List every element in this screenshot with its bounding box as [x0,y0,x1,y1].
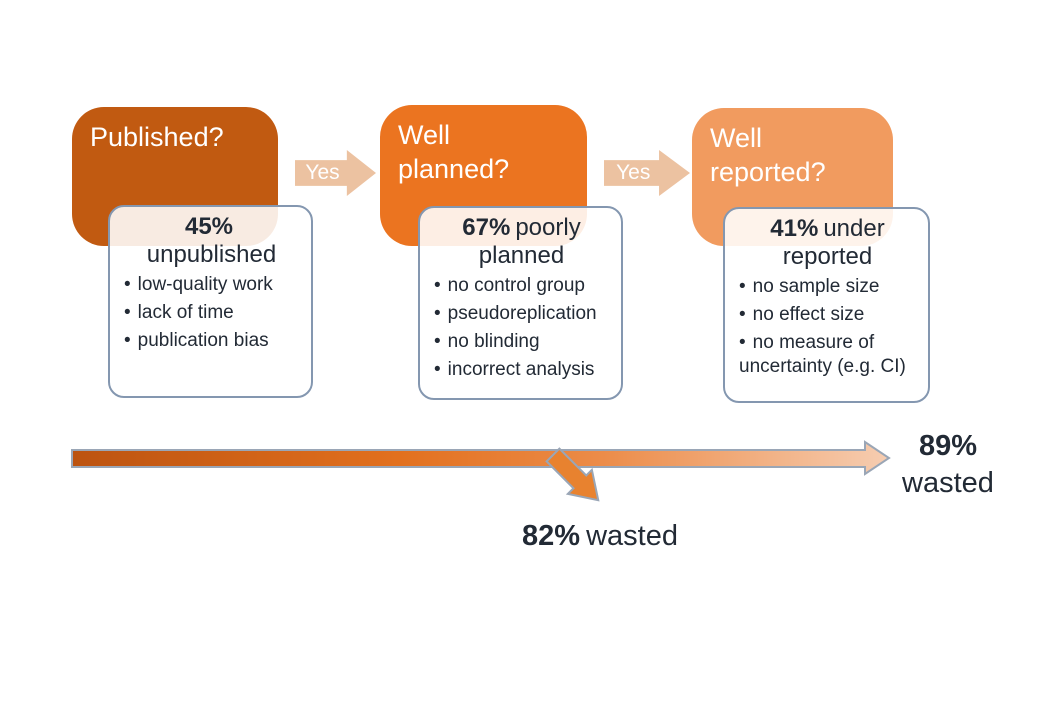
stage-title-line: Published? [90,122,224,152]
stage-title-line: Well [710,123,763,153]
bullet-item: •no measure of uncertainty (e.g. CI) [737,331,918,379]
branch-down-arrow [545,447,600,502]
bullet-dot: • [739,304,746,325]
bullet-item: • lack of time [122,301,301,325]
bullet-dot: • [434,359,441,380]
bullet-text: incorrect analysis [447,359,595,380]
headline-line1: 41%under [737,215,918,243]
bullet-dot: • [434,303,441,324]
bullet-list: •no sample size •no effect size •no meas… [737,275,918,379]
bullet-list: • no control group • pseudoreplication • no… [432,274,611,382]
yes-label: Yes [616,161,651,184]
bullet-dot: • [124,302,131,323]
callout-poorly-planned: 67%poorly planned • no control group • pse… [418,206,623,400]
stat-value: 41% [770,215,819,242]
bullet-text: lack of time [137,302,234,323]
stage-title-line: planned? [398,154,510,184]
bullet-list: • low-quality work • lack of time • publica… [122,273,301,353]
headline-line1: 45% [122,213,301,241]
callout-under-reported: 41%under reported • no sample size • no ef… [723,207,930,403]
branch-waste-label: 82%wasted [455,520,745,553]
bullet-dot: • [124,330,131,351]
bullet-text: no measure of uncertainty (e.g. CI) [739,332,906,377]
bullet-item: • low-quality work [122,273,301,297]
bullet-dot: • [124,274,131,295]
branch-stat: 82% [522,520,581,552]
callout-headline: 67%poorly planned [432,214,611,270]
bullet-text: publication bias [137,330,269,351]
stage-title-line: Well [398,120,451,150]
end-word: wasted [902,467,994,499]
end-waste-label: 89% wasted [888,428,1008,502]
bullet-text: pseudoreplication [447,303,597,324]
headline-line2: reported [782,243,873,270]
stat-rest: poorly [515,214,581,241]
bullet-text: no blinding [447,331,540,352]
bullet-dot: • [434,331,441,352]
bullet-dot: • [739,276,746,297]
bullet-dot: • [434,275,441,296]
waste-flow-arrow [71,440,891,502]
bullet-item: • no sample size [737,275,918,299]
bullet-item: • incorrect analysis [432,358,611,382]
bullet-text: no effect size [752,304,865,325]
yes-arrow-icon: Yes [295,150,376,196]
headline-line2: unpublished [146,241,277,268]
yes-label: Yes [305,161,340,184]
stat-value: 67% [462,214,511,241]
callout-unpublished: 45% unpublished • low-quality work • lack … [108,205,313,398]
branch-word: wasted [586,520,678,552]
callout-headline: 41%under reported [737,215,918,271]
headline-line2: planned [478,242,565,269]
headline-line1: 67%poorly [432,214,611,242]
bullet-text: low-quality work [137,274,273,295]
bullet-item: • no effect size [737,303,918,327]
stat-rest: under [823,215,885,242]
stage-title-line: reported? [710,157,826,187]
bullet-text: no control group [447,275,585,296]
bullet-item: • no blinding [432,330,611,354]
bullet-text: no sample size [752,276,880,297]
end-stat: 89% [918,430,978,462]
bullet-item: • publication bias [122,329,301,353]
main-gradient-arrow [71,440,891,476]
callout-headline: 45% unpublished [122,213,301,269]
bullet-item: • no control group [432,274,611,298]
bullet-item: • pseudoreplication [432,302,611,326]
stat-value: 45% [184,213,234,240]
yes-arrow-icon: Yes [604,150,690,196]
bullet-dot: • [739,332,746,353]
